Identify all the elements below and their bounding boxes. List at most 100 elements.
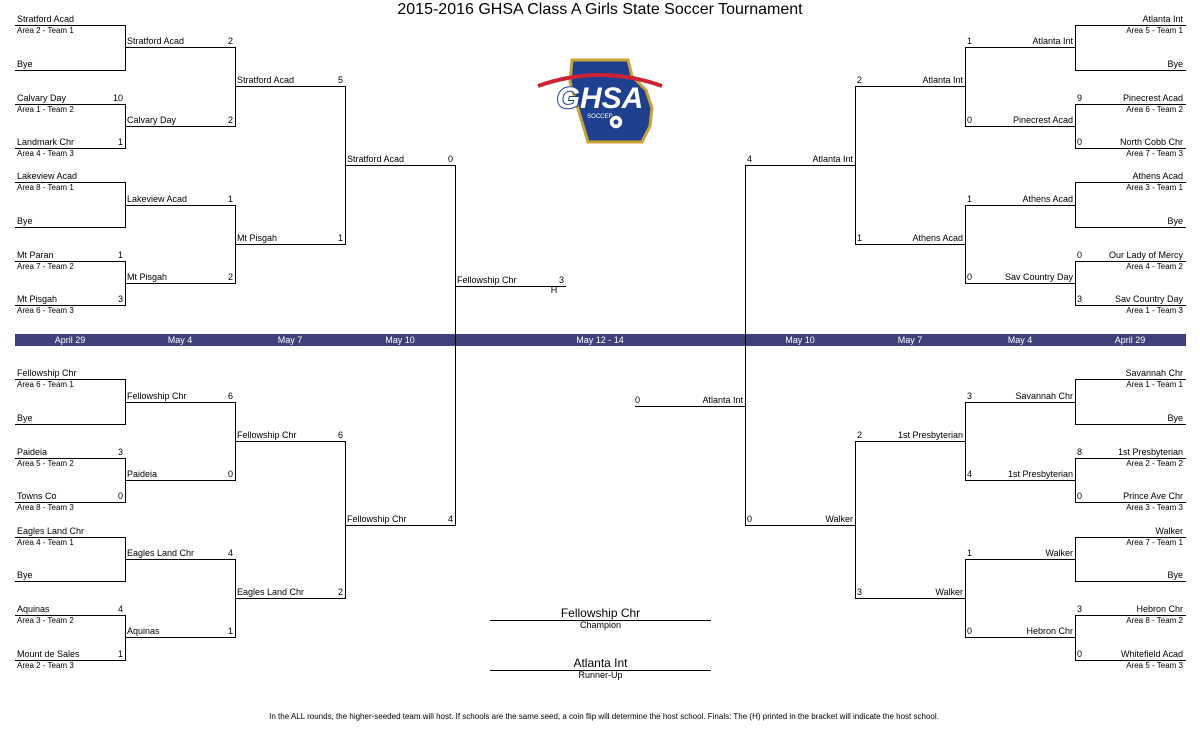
seed-label: Area 3 - Team 1 bbox=[1126, 183, 1183, 192]
team-name: Paideia bbox=[17, 447, 48, 457]
seed-label: Area 7 - Team 2 bbox=[17, 262, 74, 271]
left-r1-line bbox=[15, 458, 126, 459]
team-score: 6 bbox=[337, 430, 343, 440]
team-score: 0 bbox=[747, 514, 753, 524]
right-r3-line bbox=[855, 244, 966, 245]
seed-label: Area 2 - Team 3 bbox=[17, 661, 74, 670]
champion-line bbox=[490, 620, 711, 621]
team-name: Mt Pisgah bbox=[17, 294, 58, 304]
right-r2-line bbox=[965, 283, 1076, 284]
team-name: Mount de Sales bbox=[17, 649, 80, 659]
team-score: 3 bbox=[967, 391, 973, 401]
right-r3-line bbox=[855, 86, 966, 87]
seed-label: Area 6 - Team 1 bbox=[17, 380, 74, 389]
round-date: May 10 bbox=[785, 335, 815, 345]
round-date: May 12 - 14 bbox=[576, 335, 624, 345]
team-name: 1st Presbyterian bbox=[1117, 447, 1183, 457]
logo-text: GHSA bbox=[557, 82, 644, 115]
left-r2-line bbox=[125, 205, 236, 206]
team-name: Pinecrest Acad bbox=[1122, 93, 1183, 103]
team-name: Sav Country Day bbox=[1004, 272, 1073, 282]
team-score: 4 bbox=[227, 548, 233, 558]
right-r3-line bbox=[855, 441, 966, 442]
seed-label: Area 4 - Team 3 bbox=[17, 149, 74, 158]
runner-up-team: Atlanta Int bbox=[573, 656, 628, 670]
team-name: Mt Pisgah bbox=[237, 233, 278, 243]
right-r3-line bbox=[855, 598, 966, 599]
team-name: Fellowship Chr bbox=[347, 514, 407, 524]
seed-label: Area 7 - Team 3 bbox=[1126, 149, 1183, 158]
seed-label: Area 2 - Team 2 bbox=[1126, 459, 1183, 468]
runner-up-label: Runner-Up bbox=[578, 670, 623, 680]
left-r2-connector bbox=[235, 47, 236, 127]
round-date: May 7 bbox=[277, 335, 303, 345]
team-name: Athens Acad bbox=[1132, 171, 1183, 181]
left-r1-connector bbox=[125, 615, 126, 661]
team-name: Aquinas bbox=[17, 604, 50, 614]
team-name: Pinecrest Acad bbox=[1012, 115, 1073, 125]
left-r1-line bbox=[15, 379, 126, 380]
left-r1-line bbox=[15, 305, 126, 306]
seed-label: Area 8 - Team 1 bbox=[17, 183, 74, 192]
team-name: Bye bbox=[17, 59, 33, 69]
team-name: Landmark Chr bbox=[17, 137, 75, 147]
team-name: Whitefield Acad bbox=[1120, 649, 1183, 659]
team-score: 10 bbox=[112, 93, 123, 103]
team-name: Bye bbox=[17, 570, 33, 580]
team-name: Lakeview Acad bbox=[17, 171, 78, 181]
team-score: 2 bbox=[227, 272, 233, 282]
seed-label: Area 1 - Team 2 bbox=[17, 105, 74, 114]
team-name: Bye bbox=[17, 216, 33, 226]
team-score: 3 bbox=[117, 294, 123, 304]
team-score: 6 bbox=[227, 391, 233, 401]
right-r4-line bbox=[745, 165, 856, 166]
team-name: North Cobb Chr bbox=[1119, 137, 1183, 147]
team-name: Savannah Chr bbox=[1125, 368, 1183, 378]
left-r1-line bbox=[15, 581, 126, 582]
right-r2-line bbox=[965, 637, 1076, 638]
team-name: Mt Pisgah bbox=[127, 272, 168, 282]
final-right-score: 0 bbox=[635, 395, 641, 405]
right-r2-line bbox=[965, 402, 1076, 403]
right-r1-line bbox=[1075, 537, 1186, 538]
team-name: Eagles Land Chr bbox=[237, 587, 305, 597]
right-r1-line bbox=[1075, 148, 1186, 149]
final-left-line bbox=[455, 286, 566, 287]
team-name: Our Lady of Mercy bbox=[1108, 250, 1183, 260]
team-name: Fellowship Chr bbox=[127, 391, 187, 401]
right-r1-line bbox=[1075, 182, 1186, 183]
team-score: 3 bbox=[857, 587, 863, 597]
team-name: Prince Ave Chr bbox=[1123, 491, 1183, 501]
left-r1-line bbox=[15, 424, 126, 425]
seed-label: Area 5 - Team 2 bbox=[17, 459, 74, 468]
team-name: Calvary Day bbox=[127, 115, 177, 125]
final-left-score: 3 bbox=[558, 275, 564, 285]
seed-label: Area 6 - Team 2 bbox=[1126, 105, 1183, 114]
team-name: 1st Presbyterian bbox=[897, 430, 963, 440]
ghsa-soccer-logo: GHSA SOCCER bbox=[537, 58, 663, 144]
team-name: Atlanta Int bbox=[1032, 36, 1073, 46]
runner-up-line bbox=[490, 670, 711, 671]
team-name: Walker bbox=[1155, 526, 1183, 536]
right-r2-line bbox=[965, 480, 1076, 481]
team-name: Sav Country Day bbox=[1114, 294, 1183, 304]
team-name: Eagles Land Chr bbox=[127, 548, 195, 558]
left-r3-line bbox=[235, 598, 346, 599]
team-name: Bye bbox=[17, 413, 33, 423]
team-score: 2 bbox=[857, 430, 863, 440]
team-score: 0 bbox=[1077, 649, 1083, 659]
team-score: 8 bbox=[1077, 447, 1083, 457]
seed-label: Area 8 - Team 2 bbox=[1126, 616, 1183, 625]
georgia-state-shape bbox=[568, 58, 654, 144]
seed-label: Area 7 - Team 1 bbox=[1126, 538, 1183, 547]
team-score: 2 bbox=[227, 115, 233, 125]
team-score: 0 bbox=[1077, 491, 1083, 501]
right-r1-line bbox=[1075, 379, 1186, 380]
left-r1-line bbox=[15, 227, 126, 228]
right-r2-line bbox=[965, 47, 1076, 48]
left-r1-line bbox=[15, 615, 126, 616]
round-dates-bar bbox=[15, 334, 1186, 346]
team-score: 2 bbox=[227, 36, 233, 46]
round-date: April 29 bbox=[54, 335, 86, 345]
